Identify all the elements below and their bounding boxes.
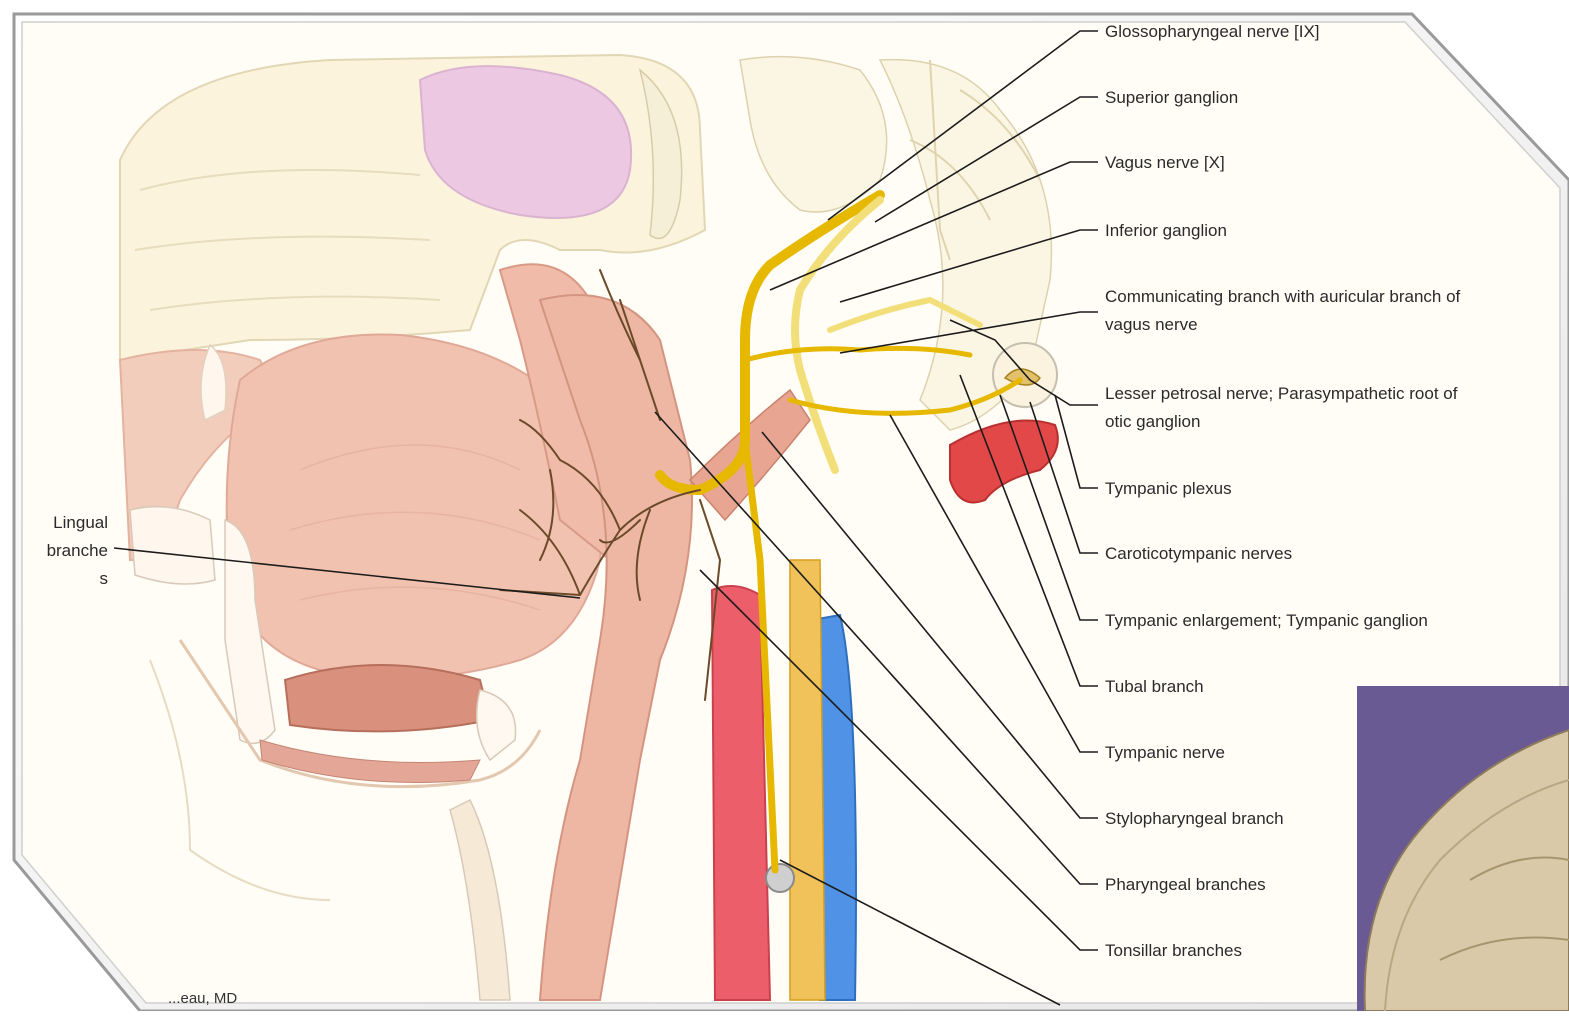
label-pharyngeal-branches: Pharyngeal branches: [1105, 875, 1266, 894]
label-caroticotympanic-nerves: Caroticotympanic nerves: [1105, 544, 1292, 563]
label-glossopharyngeal-nerve: Glossopharyngeal nerve [IX]: [1105, 22, 1320, 41]
label-tympanic-enlargement: Tympanic enlargement; Tympanic ganglion: [1105, 611, 1428, 630]
credit-text: ...eau, MD: [168, 990, 237, 1007]
label-communicating-branch-line2: vagus nerve: [1105, 315, 1198, 334]
label-inferior-ganglion: Inferior ganglion: [1105, 221, 1227, 240]
label-lingual-line1: Lingual: [53, 513, 108, 532]
label-superior-ganglion: Superior ganglion: [1105, 88, 1238, 107]
label-tympanic-plexus: Tympanic plexus: [1105, 479, 1232, 498]
label-communicating-branch-line1: Communicating branch with auricular bran…: [1105, 287, 1461, 306]
label-stylopharyngeal-branch: Stylopharyngeal branch: [1105, 809, 1284, 828]
label-tonsillar-branches: Tonsillar branches: [1105, 941, 1242, 960]
label-vagus-nerve: Vagus nerve [X]: [1105, 153, 1225, 172]
skull-photo-inset: [1357, 686, 1569, 1011]
label-lingual-line2: branche: [47, 541, 108, 560]
label-tympanic-nerve: Tympanic nerve: [1105, 743, 1225, 762]
label-lingual-line3: s: [100, 569, 109, 588]
mylohyoid-muscle: [285, 665, 490, 731]
label-lesser-petrosal-nerve-line2: otic ganglion: [1105, 412, 1200, 431]
label-tubal-branch: Tubal branch: [1105, 677, 1204, 696]
label-lesser-petrosal-nerve-line1: Lesser petrosal nerve; Parasympathetic r…: [1105, 384, 1458, 403]
